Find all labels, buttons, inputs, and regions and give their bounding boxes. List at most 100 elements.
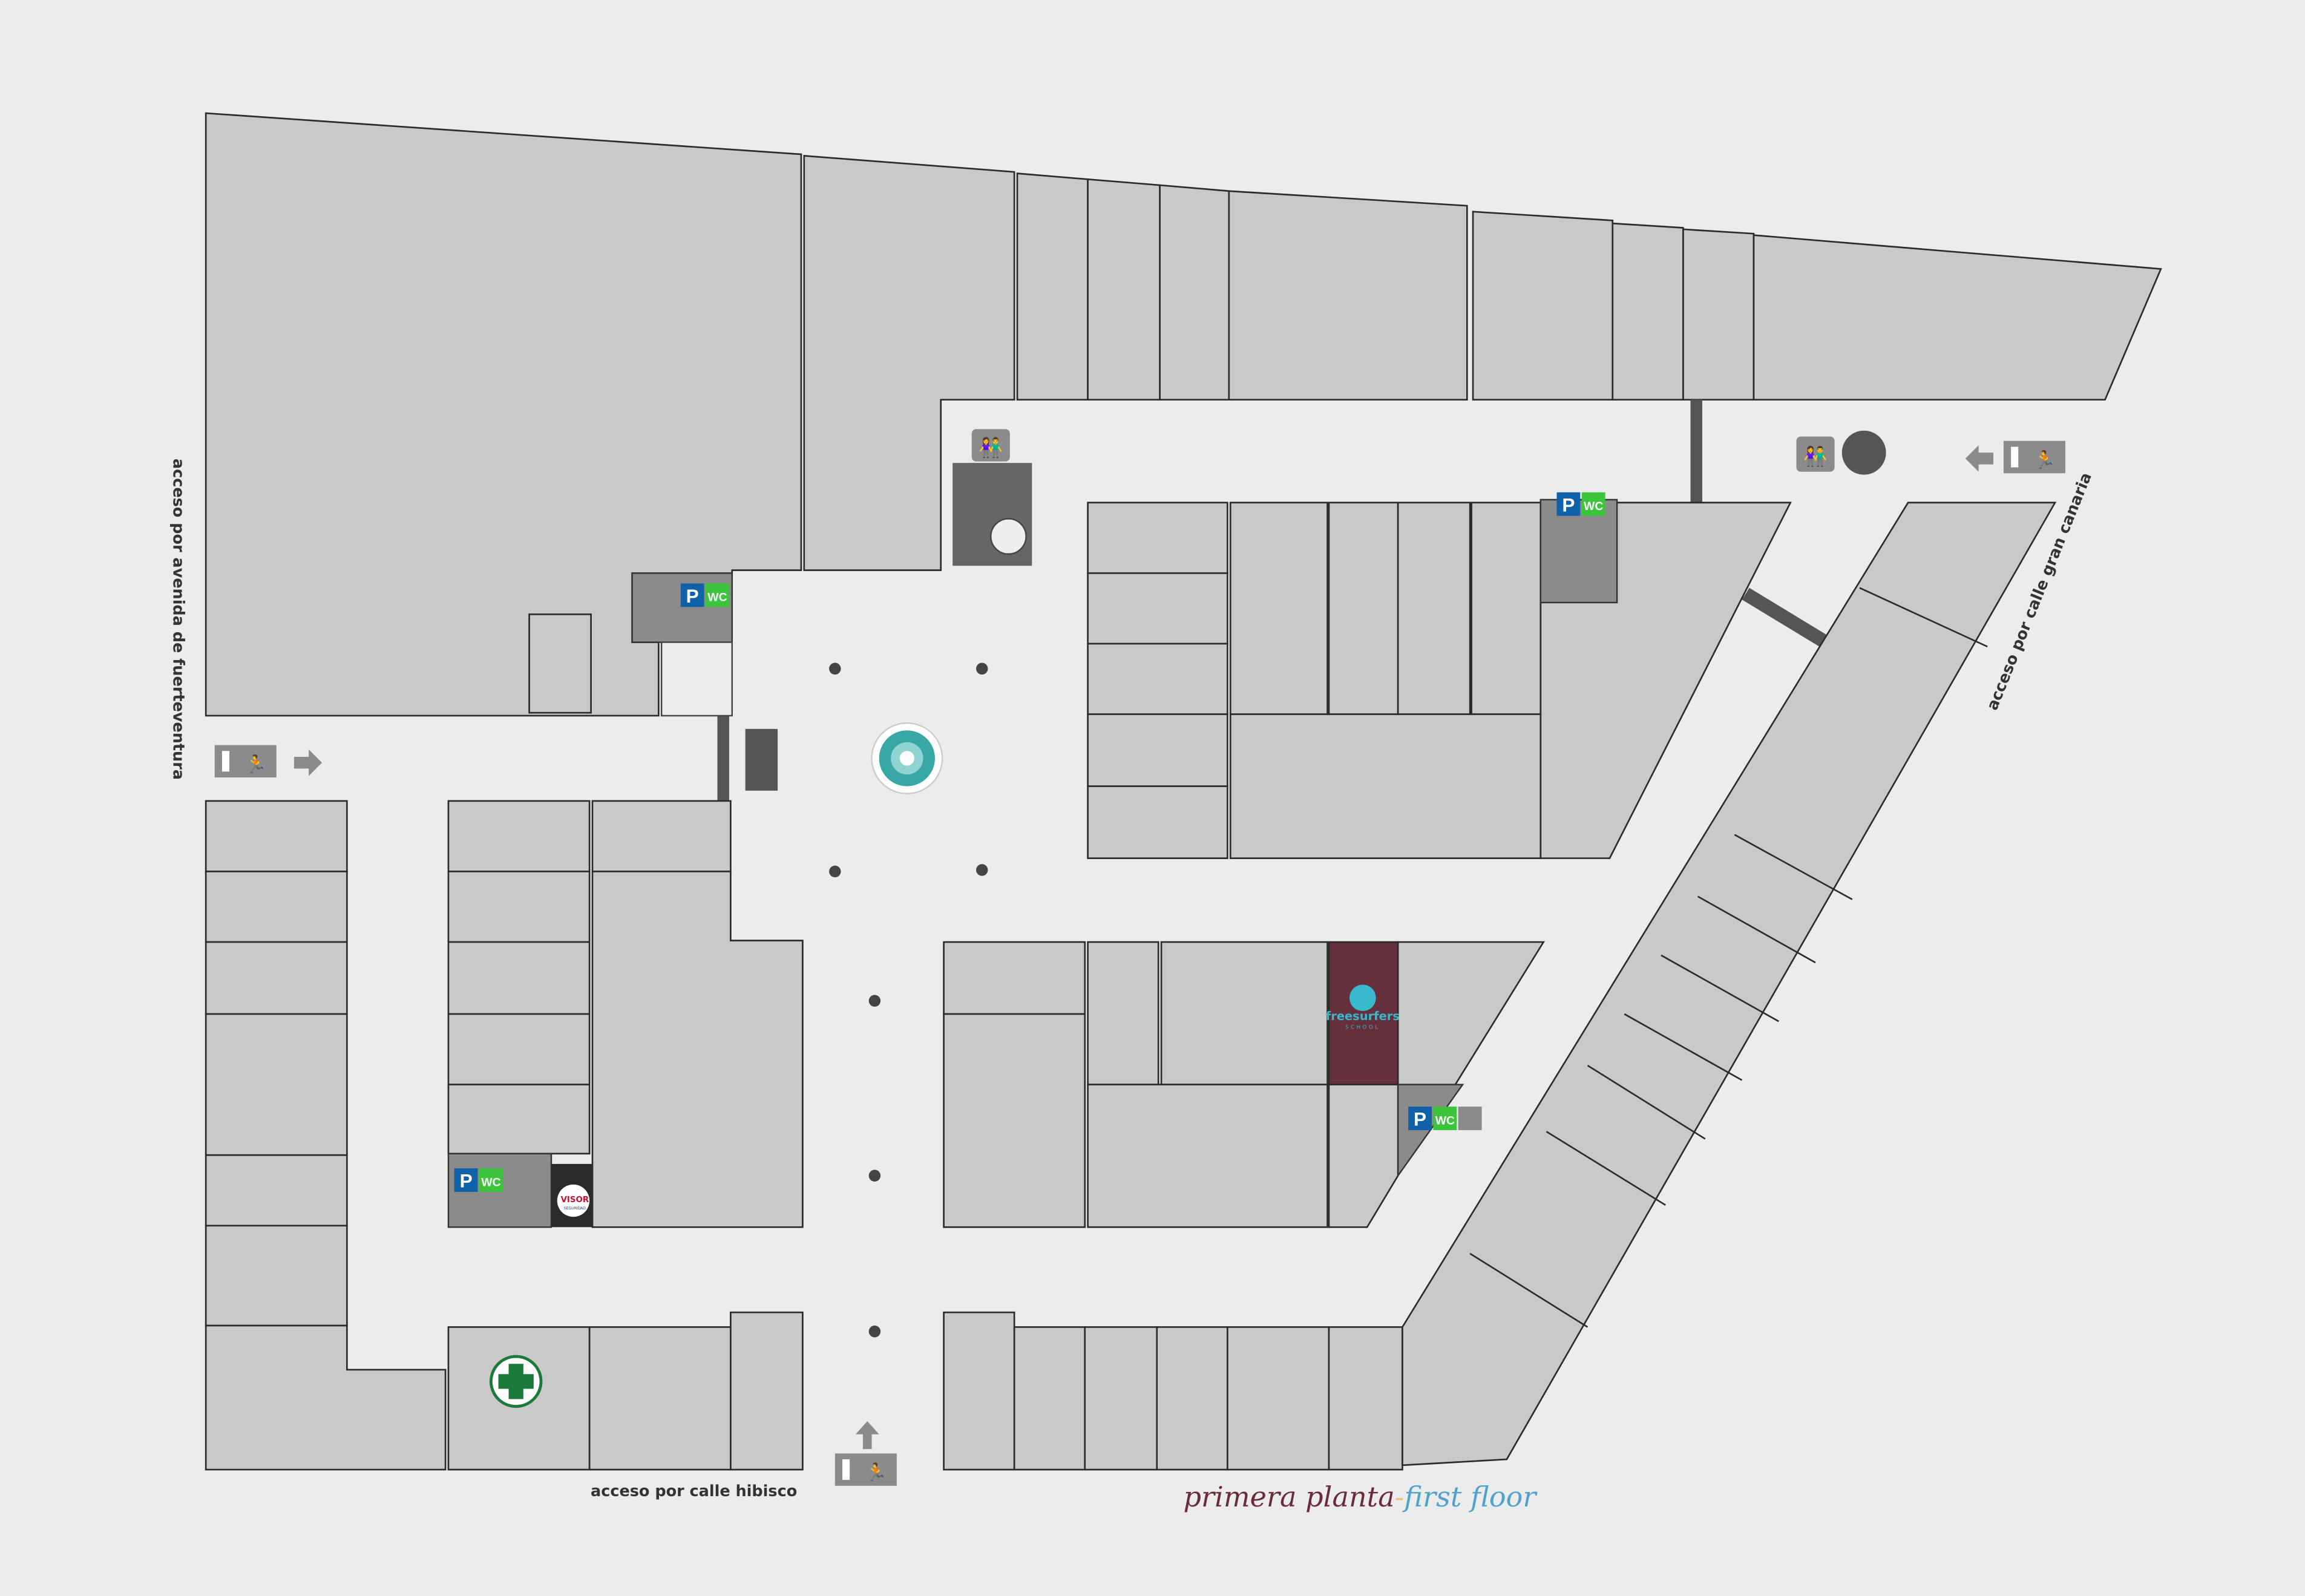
svg-text:👫: 👫 <box>1803 445 1827 467</box>
svg-text:P: P <box>460 1170 473 1192</box>
store-unit[interactable] <box>730 1311 804 1471</box>
umbrella-icon <box>1841 430 1886 475</box>
svg-text:VISOR: VISOR <box>561 1195 589 1205</box>
store-unit[interactable] <box>447 871 591 943</box>
restroom-area <box>660 641 733 717</box>
svg-text:SEGURIDAD: SEGURIDAD <box>564 1206 586 1211</box>
svg-text:WC: WC <box>1435 1114 1455 1127</box>
wc-icon <box>1433 1107 1457 1130</box>
plaza: 👫 👫 <box>631 429 1886 1338</box>
store-unit[interactable] <box>447 1084 591 1155</box>
store-unit[interactable] <box>1612 222 1684 401</box>
store-unit[interactable] <box>205 1225 348 1327</box>
bridge <box>717 715 729 801</box>
store-unit[interactable] <box>1471 502 1542 715</box>
store-unit[interactable] <box>943 1013 1086 1228</box>
bridge <box>1742 587 1832 650</box>
parking-icon <box>1408 1107 1432 1130</box>
freesurfers-logo: freesurfers SCHOOL <box>1326 984 1400 1030</box>
store-unit[interactable] <box>447 941 591 1015</box>
service-sign-group: P WC <box>1556 492 1605 541</box>
visor-logo: VISOR SEGURIDAD <box>557 1184 590 1217</box>
service-sign-group: P WC <box>680 583 729 632</box>
umbrella-icon <box>990 518 1027 555</box>
svg-text:🏃: 🏃 <box>245 754 267 774</box>
store-unit[interactable] <box>205 1013 348 1156</box>
store-unit[interactable] <box>528 613 592 714</box>
store-unit[interactable] <box>1229 502 1328 715</box>
stairs-icon <box>479 1193 503 1217</box>
arrow-icon <box>855 1421 879 1450</box>
store-unit[interactable] <box>1087 643 1228 715</box>
store-unit[interactable] <box>1087 178 1161 401</box>
store-unit[interactable] <box>588 1326 732 1471</box>
store-unit[interactable] <box>803 155 1015 571</box>
store-unit[interactable] <box>1328 1326 1403 1471</box>
fountain-icon <box>871 722 943 794</box>
elevator-icon <box>1556 517 1581 541</box>
store-unit[interactable] <box>1084 1326 1158 1471</box>
store-unit[interactable] <box>1087 572 1228 645</box>
store-unit[interactable] <box>1397 502 1471 715</box>
exit-east[interactable]: 🏃 <box>1965 440 2065 474</box>
store-unit[interactable] <box>205 871 348 943</box>
store-unit[interactable] <box>1402 502 2057 1467</box>
svg-text:freesurfers: freesurfers <box>1326 1009 1400 1023</box>
stairs-icon <box>1458 1107 1482 1130</box>
store-unit[interactable] <box>1159 184 1230 401</box>
store-unit[interactable] <box>447 800 591 872</box>
svg-text:🏃: 🏃 <box>2034 450 2056 470</box>
exit-south[interactable]: 🏃 <box>834 1421 897 1486</box>
stairs-icon <box>1581 517 1605 541</box>
map-title: primera planta-first floor <box>1184 1480 1538 1513</box>
store-unit[interactable] <box>447 1013 591 1086</box>
svg-text:SCHOOL: SCHOOL <box>1345 1024 1380 1030</box>
store-unit[interactable] <box>943 941 1086 1015</box>
stairs-icon <box>706 608 729 632</box>
access-label-west: acceso por avenida de fuerteventura <box>169 459 188 780</box>
store-unit[interactable] <box>1753 234 2162 401</box>
store-unit[interactable] <box>1228 190 1468 401</box>
store-unit[interactable] <box>205 941 348 1015</box>
parking-icon <box>454 1168 478 1192</box>
store-unit[interactable] <box>591 800 732 872</box>
store-unit[interactable] <box>1087 713 1228 787</box>
store-unit[interactable] <box>1087 1084 1328 1228</box>
service-sign-group: P WC <box>454 1168 503 1217</box>
store-unit[interactable] <box>1328 502 1399 715</box>
store-unit[interactable] <box>591 871 804 1228</box>
store-unit[interactable] <box>1160 941 1328 1086</box>
pharmacy-cross-icon <box>489 1355 543 1408</box>
bridge <box>1690 399 1702 503</box>
store-unit[interactable] <box>943 1311 1015 1471</box>
kids-play-icon <box>1796 436 1835 472</box>
store-unit[interactable] <box>1229 713 1542 859</box>
svg-text:👫: 👫 <box>979 437 1003 459</box>
svg-text:WC: WC <box>481 1176 500 1189</box>
store-unit[interactable] <box>1227 1326 1330 1471</box>
elevator-icon <box>680 608 704 632</box>
store-unit[interactable] <box>1016 172 1089 401</box>
store-unit[interactable] <box>1087 785 1228 859</box>
svg-text:WC: WC <box>707 591 727 604</box>
store-unit[interactable] <box>1156 1326 1228 1471</box>
wc-icon <box>706 583 729 607</box>
store-unit[interactable] <box>1087 502 1228 574</box>
store-unit[interactable] <box>205 800 348 872</box>
store-unit[interactable] <box>1087 941 1159 1086</box>
store-unit[interactable] <box>1013 1326 1086 1471</box>
benches <box>829 662 988 1338</box>
freesurfers-store[interactable] <box>1328 941 1399 1086</box>
exit-west[interactable]: 🏃 <box>214 745 323 777</box>
store-unit[interactable] <box>205 1154 348 1227</box>
store-unit[interactable] <box>1682 228 1755 401</box>
wc-icon <box>1581 492 1605 516</box>
store-unit[interactable] <box>1328 1084 1399 1228</box>
wc-icon <box>479 1168 503 1192</box>
svg-text:P: P <box>1562 494 1575 515</box>
arrow-icon <box>293 749 323 776</box>
store-unit[interactable] <box>1472 211 1614 401</box>
access-label-south: acceso por calle hibisco <box>591 1482 797 1500</box>
store-unit[interactable] <box>205 1324 447 1471</box>
